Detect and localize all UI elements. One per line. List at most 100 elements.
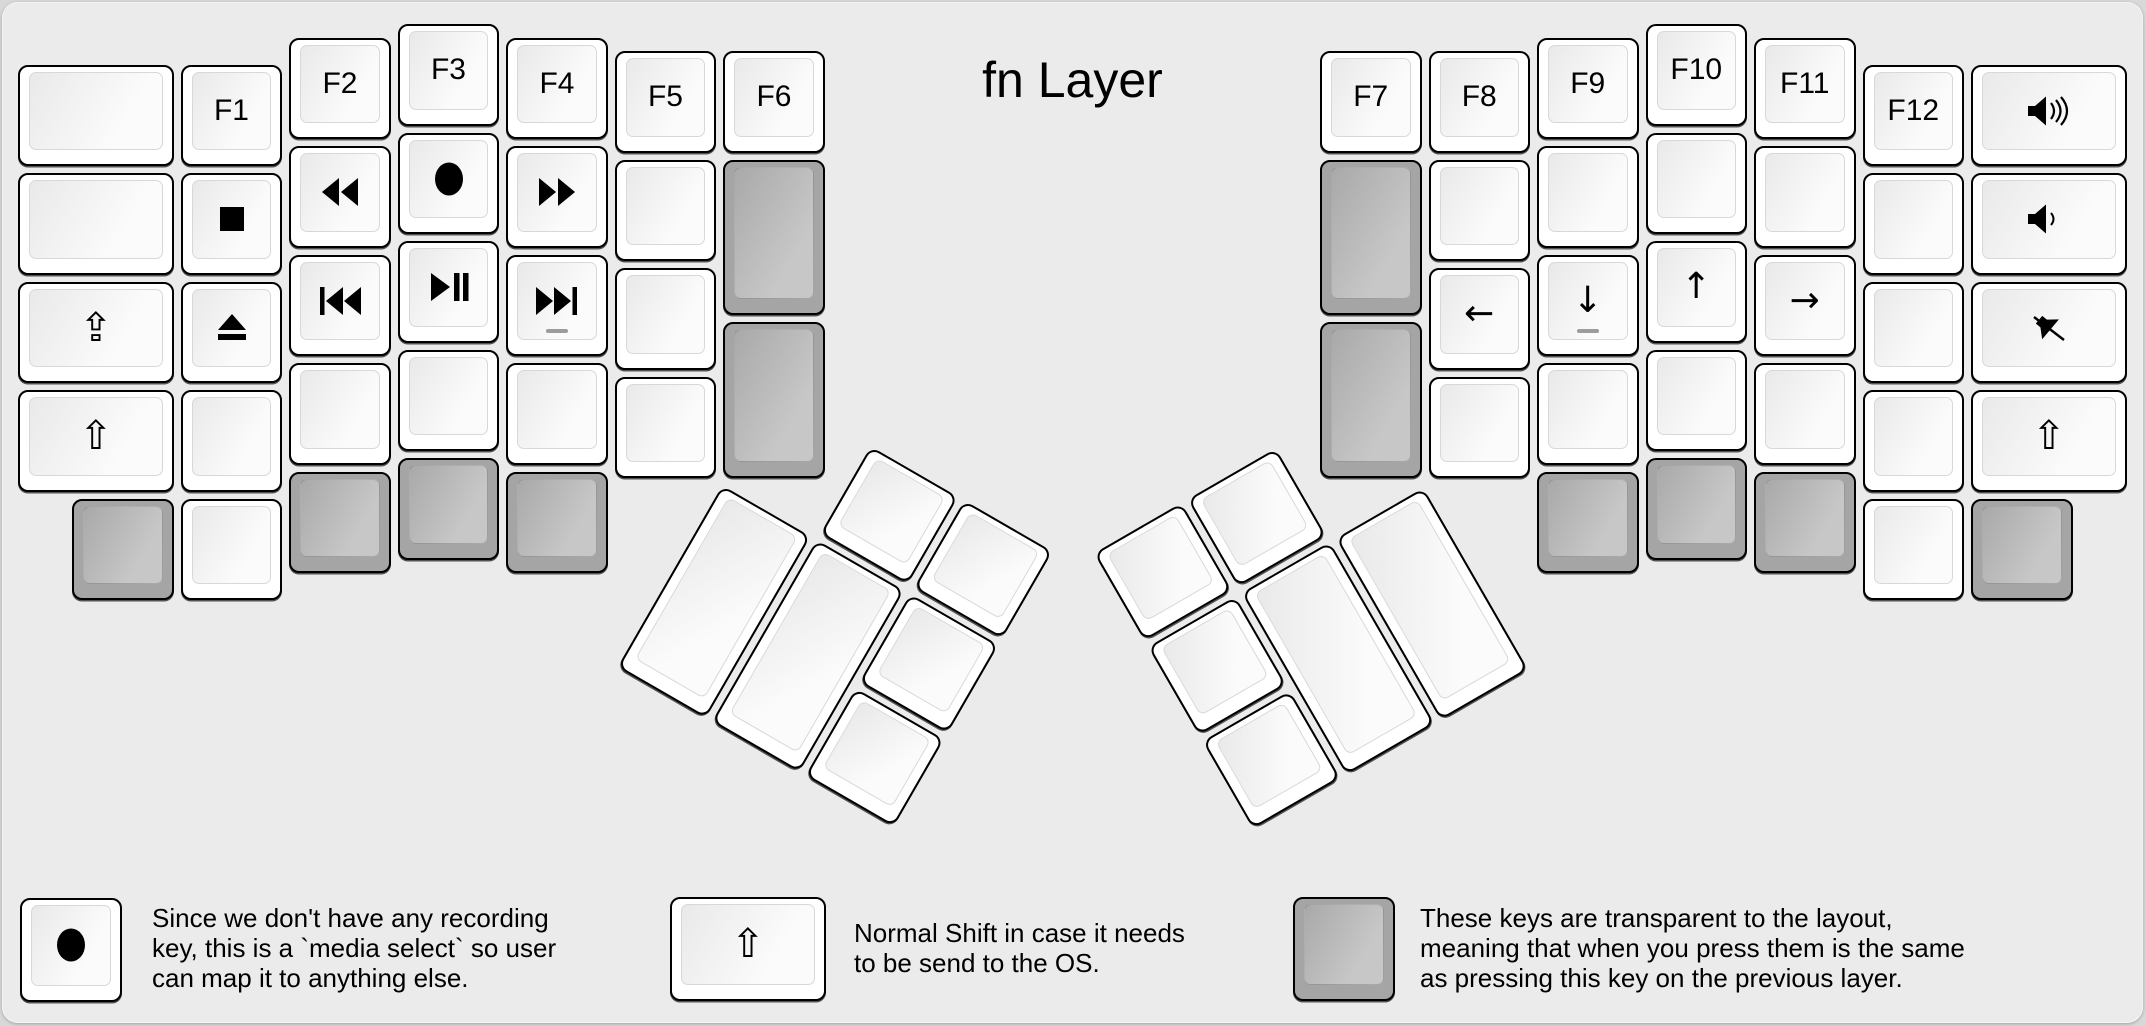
blank-key-r6[interactable]: [1645, 349, 1747, 451]
f5-key[interactable]: F5: [614, 51, 717, 153]
blank-key-r2[interactable]: [1428, 376, 1530, 479]
blank-key-l7[interactable]: [614, 159, 717, 262]
blank-key-l6-cap: [517, 370, 597, 449]
f1-key[interactable]: F1: [180, 64, 283, 167]
shift-icon: ⇧: [2032, 413, 2066, 460]
blank-key-r9[interactable]: [1862, 173, 1964, 275]
caps-lock-key-cap: ⇪: [29, 288, 163, 368]
transparent-key-r3[interactable]: [1537, 471, 1639, 574]
f10-key[interactable]: F10: [1645, 24, 1747, 126]
blank-key-r1[interactable]: [1428, 159, 1530, 262]
legend-sample-key-1[interactable]: [20, 898, 122, 1002]
f3-key-label: F3: [430, 53, 466, 87]
blank-key-l7-cap: [625, 166, 706, 246]
arrow-right-key[interactable]: →: [1754, 254, 1856, 357]
blank-key-l3-cap: [191, 397, 272, 476]
blank-key-r11[interactable]: [1862, 390, 1964, 492]
f7-key[interactable]: F7: [1320, 51, 1422, 153]
blank-key-l8[interactable]: [614, 268, 717, 370]
volume-down-key-cap: [1982, 180, 2116, 259]
blank-key-l9[interactable]: [614, 376, 717, 479]
shift-right-key[interactable]: ⇧: [1971, 390, 2127, 492]
f9-key[interactable]: F9: [1537, 37, 1639, 140]
fast-forward-key-cap: [517, 153, 597, 232]
blank-key-l10[interactable]: [180, 498, 283, 601]
arrow-left-key[interactable]: ←: [1428, 268, 1530, 370]
transparent-key-l2[interactable]: [723, 322, 825, 479]
legend-sample-key-1-cap: [31, 905, 111, 986]
blank-key-r12[interactable]: [1862, 498, 1964, 601]
arrow-up-key[interactable]: ↑: [1645, 241, 1747, 343]
rewind-key-cap: [300, 153, 380, 232]
legend-sample-key-3[interactable]: [1293, 897, 1395, 1001]
f7-key-label: F7: [1353, 80, 1389, 114]
transparent-key-r2[interactable]: [1320, 322, 1422, 479]
thumb-key-r6-cap: [1214, 702, 1323, 810]
legend-sample-key-2[interactable]: ⇧: [670, 897, 826, 1001]
transparent-key-l1[interactable]: [723, 159, 825, 316]
arrow-up-icon: ↑: [1681, 266, 1712, 308]
f12-key[interactable]: F12: [1862, 64, 1964, 167]
blank-key-r12-cap: [1873, 505, 1953, 585]
volume-up-key-cap: [1982, 71, 2116, 151]
f8-key[interactable]: F8: [1428, 51, 1530, 153]
transparent-key-l5[interactable]: [397, 458, 500, 560]
legend-text-2: Normal Shift in case it needs to be send…: [854, 918, 1185, 978]
blank-key-r5[interactable]: [1645, 132, 1747, 234]
transparent-key-r4[interactable]: [1645, 458, 1747, 560]
volume-up-key[interactable]: [1971, 64, 2127, 167]
f11-key[interactable]: F11: [1754, 37, 1856, 140]
transparent-key-l6[interactable]: [506, 471, 608, 574]
thumb-key-r3-cap: [1160, 608, 1269, 716]
transparent-key-l1-cap: [734, 166, 814, 300]
eject-key[interactable]: [180, 281, 283, 384]
transparent-key-r1[interactable]: [1320, 159, 1422, 316]
transparent-key-r5[interactable]: [1754, 471, 1856, 574]
blank-key-l2-cap: [29, 180, 163, 259]
stop-key[interactable]: [180, 173, 283, 275]
transparent-key-l4[interactable]: [289, 471, 391, 574]
caps-lock-key[interactable]: ⇪: [18, 281, 174, 384]
f4-key[interactable]: F4: [506, 37, 608, 140]
blank-key-r7[interactable]: [1754, 146, 1856, 248]
record-icon: [431, 159, 467, 199]
record-key[interactable]: [397, 132, 500, 234]
blank-key-r8[interactable]: [1754, 363, 1856, 465]
play-pause-key[interactable]: [397, 241, 500, 343]
f2-key[interactable]: F2: [289, 37, 391, 140]
blank-key-r3[interactable]: [1537, 146, 1639, 248]
blank-key-l1[interactable]: [18, 64, 174, 167]
fast-forward-icon: [535, 176, 579, 208]
blank-key-r4[interactable]: [1537, 363, 1639, 465]
next-track-key[interactable]: [506, 254, 608, 357]
blank-key-l3[interactable]: [180, 390, 283, 492]
arrow-down-key[interactable]: ↓: [1537, 254, 1639, 357]
transparent-key-l3[interactable]: [72, 498, 174, 601]
blank-key-r4-cap: [1548, 370, 1628, 449]
prev-track-key[interactable]: [289, 254, 391, 357]
f10-key-cap: F10: [1656, 31, 1736, 110]
eject-key-cap: [191, 288, 272, 368]
transparent-key-r6[interactable]: [1971, 498, 2073, 601]
blank-key-l5[interactable]: [397, 349, 500, 451]
rewind-key[interactable]: [289, 146, 391, 248]
fast-forward-key[interactable]: [506, 146, 608, 248]
f3-key[interactable]: F3: [397, 24, 500, 126]
f9-key-cap: F9: [1548, 44, 1628, 124]
next-track-icon: [533, 285, 581, 317]
blank-key-l6[interactable]: [506, 363, 608, 465]
f9-key-label: F9: [1570, 66, 1606, 100]
blank-key-r10[interactable]: [1862, 281, 1964, 384]
blank-key-l4[interactable]: [289, 363, 391, 465]
shift-left-key[interactable]: ⇧: [18, 390, 174, 492]
f6-key[interactable]: F6: [723, 51, 825, 153]
transparent-key-r1-cap: [1331, 166, 1411, 300]
blank-key-l2[interactable]: [18, 173, 174, 275]
caps-lock-icon: ⇪: [79, 304, 113, 351]
mute-key[interactable]: [1971, 281, 2127, 384]
shift-right-key-cap: ⇧: [1982, 397, 2116, 476]
blank-key-r7-cap: [1765, 153, 1845, 232]
blank-key-r3-cap: [1548, 153, 1628, 232]
volume-down-key[interactable]: [1971, 173, 2127, 275]
